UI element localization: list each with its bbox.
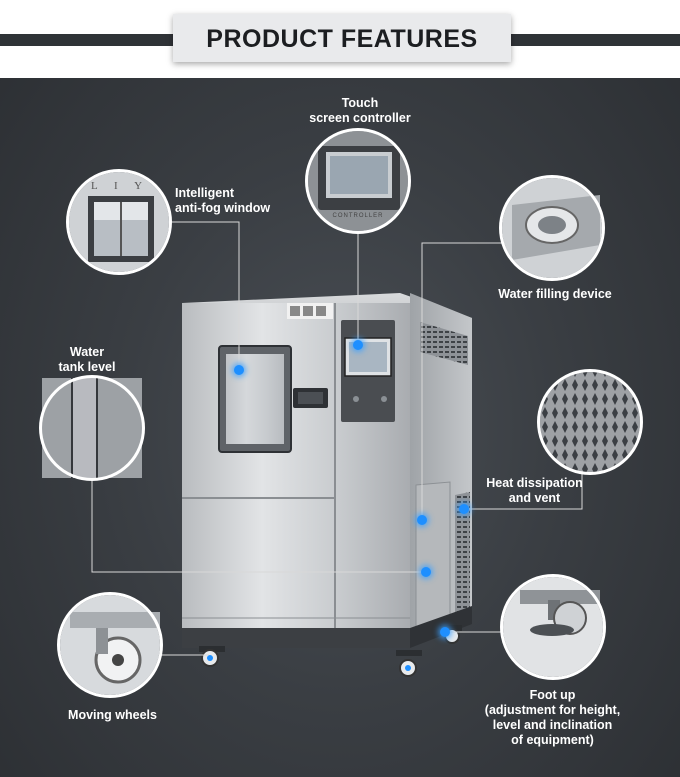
label-heat-vent-line2: and vent xyxy=(508,491,561,505)
marker-dot-window xyxy=(234,365,244,375)
label-wheels: Moving wheels xyxy=(55,708,170,723)
heat-vent-inset xyxy=(540,372,640,472)
wheel-inset xyxy=(60,595,160,695)
marker-dot-vent xyxy=(459,504,469,514)
window-inset xyxy=(69,172,169,272)
foot-circle xyxy=(503,577,603,677)
water-tank-circle xyxy=(42,378,142,478)
label-foot-line3: level and inclination xyxy=(492,718,613,732)
label-foot: Foot up (adjustment for height, level an… xyxy=(470,688,635,748)
label-water-tank: Water tank level xyxy=(42,345,132,375)
label-heat-vent: Heat dissipation and vent xyxy=(472,476,597,506)
wheel-circle xyxy=(60,595,160,695)
marker-dot-controller xyxy=(353,340,363,350)
caster-front-left xyxy=(199,646,225,667)
label-foot-line1: Foot up xyxy=(529,688,576,702)
title-box: PRODUCT FEATURES xyxy=(173,14,511,62)
side-vent-top xyxy=(420,322,468,365)
label-heat-vent-line1: Heat dissipation xyxy=(486,476,583,490)
header-stripe-left xyxy=(0,34,178,46)
side-panel xyxy=(415,481,451,631)
label-wheels-line1: Moving wheels xyxy=(68,708,157,722)
touch-screen-circle: CONTROLLER xyxy=(308,131,408,231)
water-tank-inset xyxy=(42,378,142,478)
marker-dot-water-filling xyxy=(417,515,427,525)
label-window-line1: Intelligent xyxy=(175,186,235,200)
label-touch-screen-line2: screen controller xyxy=(309,111,411,125)
label-touch-screen: Touch screen controller xyxy=(290,96,430,126)
side-vent-bottom xyxy=(455,492,470,616)
callout-lines xyxy=(91,221,583,656)
window-circle: L I Y I xyxy=(69,172,169,272)
label-window: Intelligent anti-fog window xyxy=(175,186,270,216)
caster-front-right xyxy=(396,650,422,677)
marker-dot-water-tank xyxy=(421,567,431,577)
water-filling-inset xyxy=(502,178,602,278)
label-water-filling-line1: Water filling device xyxy=(498,287,612,301)
label-touch-screen-line1: Touch xyxy=(341,96,379,110)
header-stripe-right xyxy=(505,34,680,46)
brand-letters: L I Y I xyxy=(91,180,169,192)
water-filling-circle xyxy=(502,178,602,278)
label-foot-line4: of equipment) xyxy=(511,733,594,747)
label-window-line2: anti-fog window xyxy=(175,201,271,215)
touch-screen-inset xyxy=(308,131,408,231)
controller-panel-label: CONTROLLER xyxy=(332,213,384,219)
label-water-tank-line2: tank level xyxy=(58,360,116,374)
foot-inset xyxy=(503,577,603,677)
cabinet-base xyxy=(182,628,410,648)
heat-vent-circle xyxy=(540,372,640,472)
page-title: PRODUCT FEATURES xyxy=(206,25,478,53)
label-water-filling: Water filling device xyxy=(480,287,630,302)
label-foot-line2: (adjustment for height, xyxy=(484,703,621,717)
label-water-tank-line1: Water xyxy=(69,345,105,359)
marker-dot-foot xyxy=(440,627,450,637)
